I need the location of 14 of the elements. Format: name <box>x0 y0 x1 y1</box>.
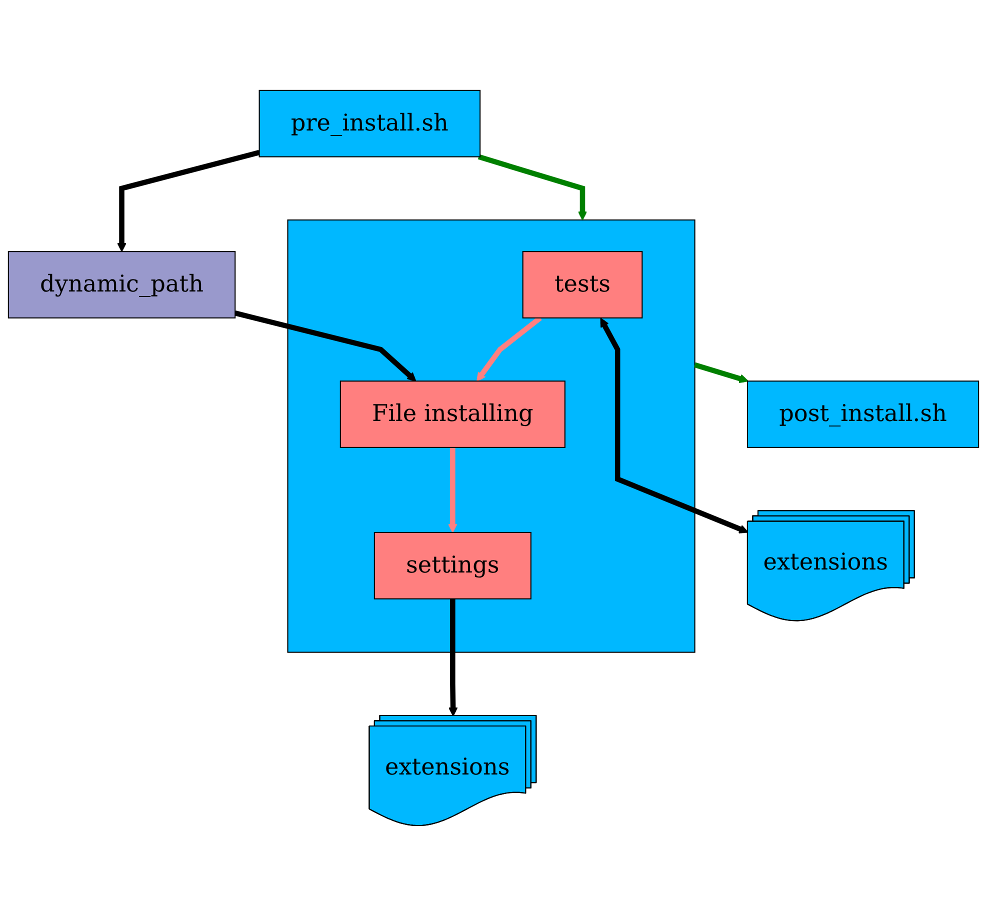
arrow <box>478 154 588 220</box>
arrow <box>600 317 748 533</box>
node-box: settings <box>374 532 532 599</box>
node-box: dynamic_path <box>8 250 236 318</box>
node-box: pre_install.sh <box>258 89 481 157</box>
arrow <box>117 149 260 252</box>
cluster <box>287 218 696 652</box>
node-box: File installing <box>340 380 566 448</box>
arrow <box>234 310 416 382</box>
arrow <box>448 598 458 716</box>
node-box: tests <box>522 250 643 318</box>
arrow <box>694 362 749 383</box>
arrow <box>448 446 458 532</box>
node-box: post_install.sh <box>746 380 980 448</box>
